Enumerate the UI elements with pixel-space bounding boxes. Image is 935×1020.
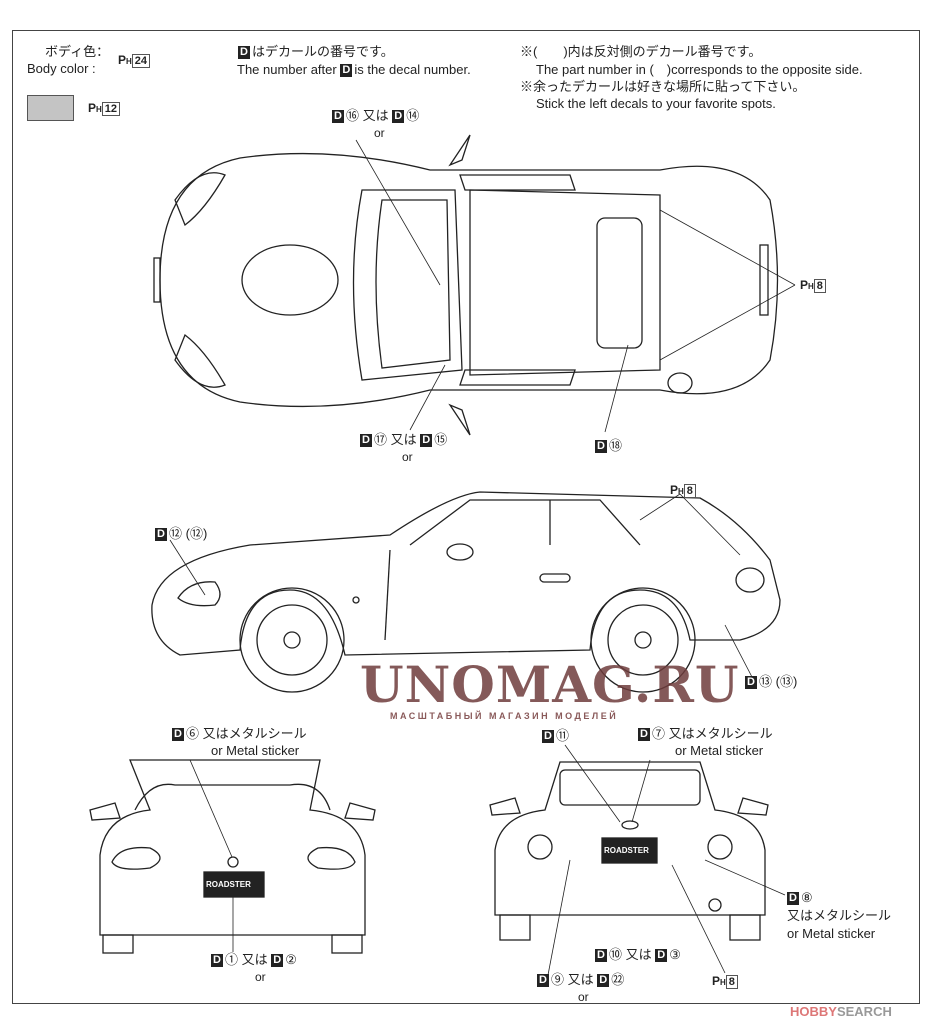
paren-note-jp: ※( )内は反対側のデカール番号です。 <box>520 44 762 59</box>
front-view <box>89 759 376 954</box>
paren-note-en: The part number in ( )corresponds to the… <box>536 62 863 77</box>
or-label: or <box>255 970 266 984</box>
side-view <box>151 491 781 693</box>
left-note-jp: ※余ったデカールは好きな場所に貼って下さい。 <box>520 79 806 94</box>
body-color-jp: ボディ色： <box>45 44 110 59</box>
front-plate-text: ROADSTER <box>206 880 251 889</box>
or-label: or <box>374 126 385 140</box>
color-swatch <box>27 95 74 121</box>
or-label: or <box>402 450 413 464</box>
watermark-subtitle: МАСШТАБНЫЙ МАГАЗИН МОДЕЛЕЙ <box>390 711 619 721</box>
metal-sticker-label: or Metal sticker <box>787 926 876 941</box>
top-view <box>153 134 796 436</box>
hobby-search-credit: HOBBYSEARCH <box>790 1004 892 1019</box>
watermark: UNOMAG.RU <box>360 655 740 714</box>
or-label: or <box>578 990 589 1004</box>
sheet-frame <box>12 30 920 1004</box>
body-color-en: Body color : <box>27 61 96 76</box>
rear-plate-text: ROADSTER <box>604 846 649 855</box>
metal-sticker-label: or Metal sticker <box>675 743 764 758</box>
metal-sticker-jp: 又はメタルシール <box>787 908 892 923</box>
metal-sticker-label: or Metal sticker <box>211 743 300 758</box>
rear-view <box>489 744 786 976</box>
left-note-en: Stick the left decals to your favorite s… <box>536 96 776 111</box>
